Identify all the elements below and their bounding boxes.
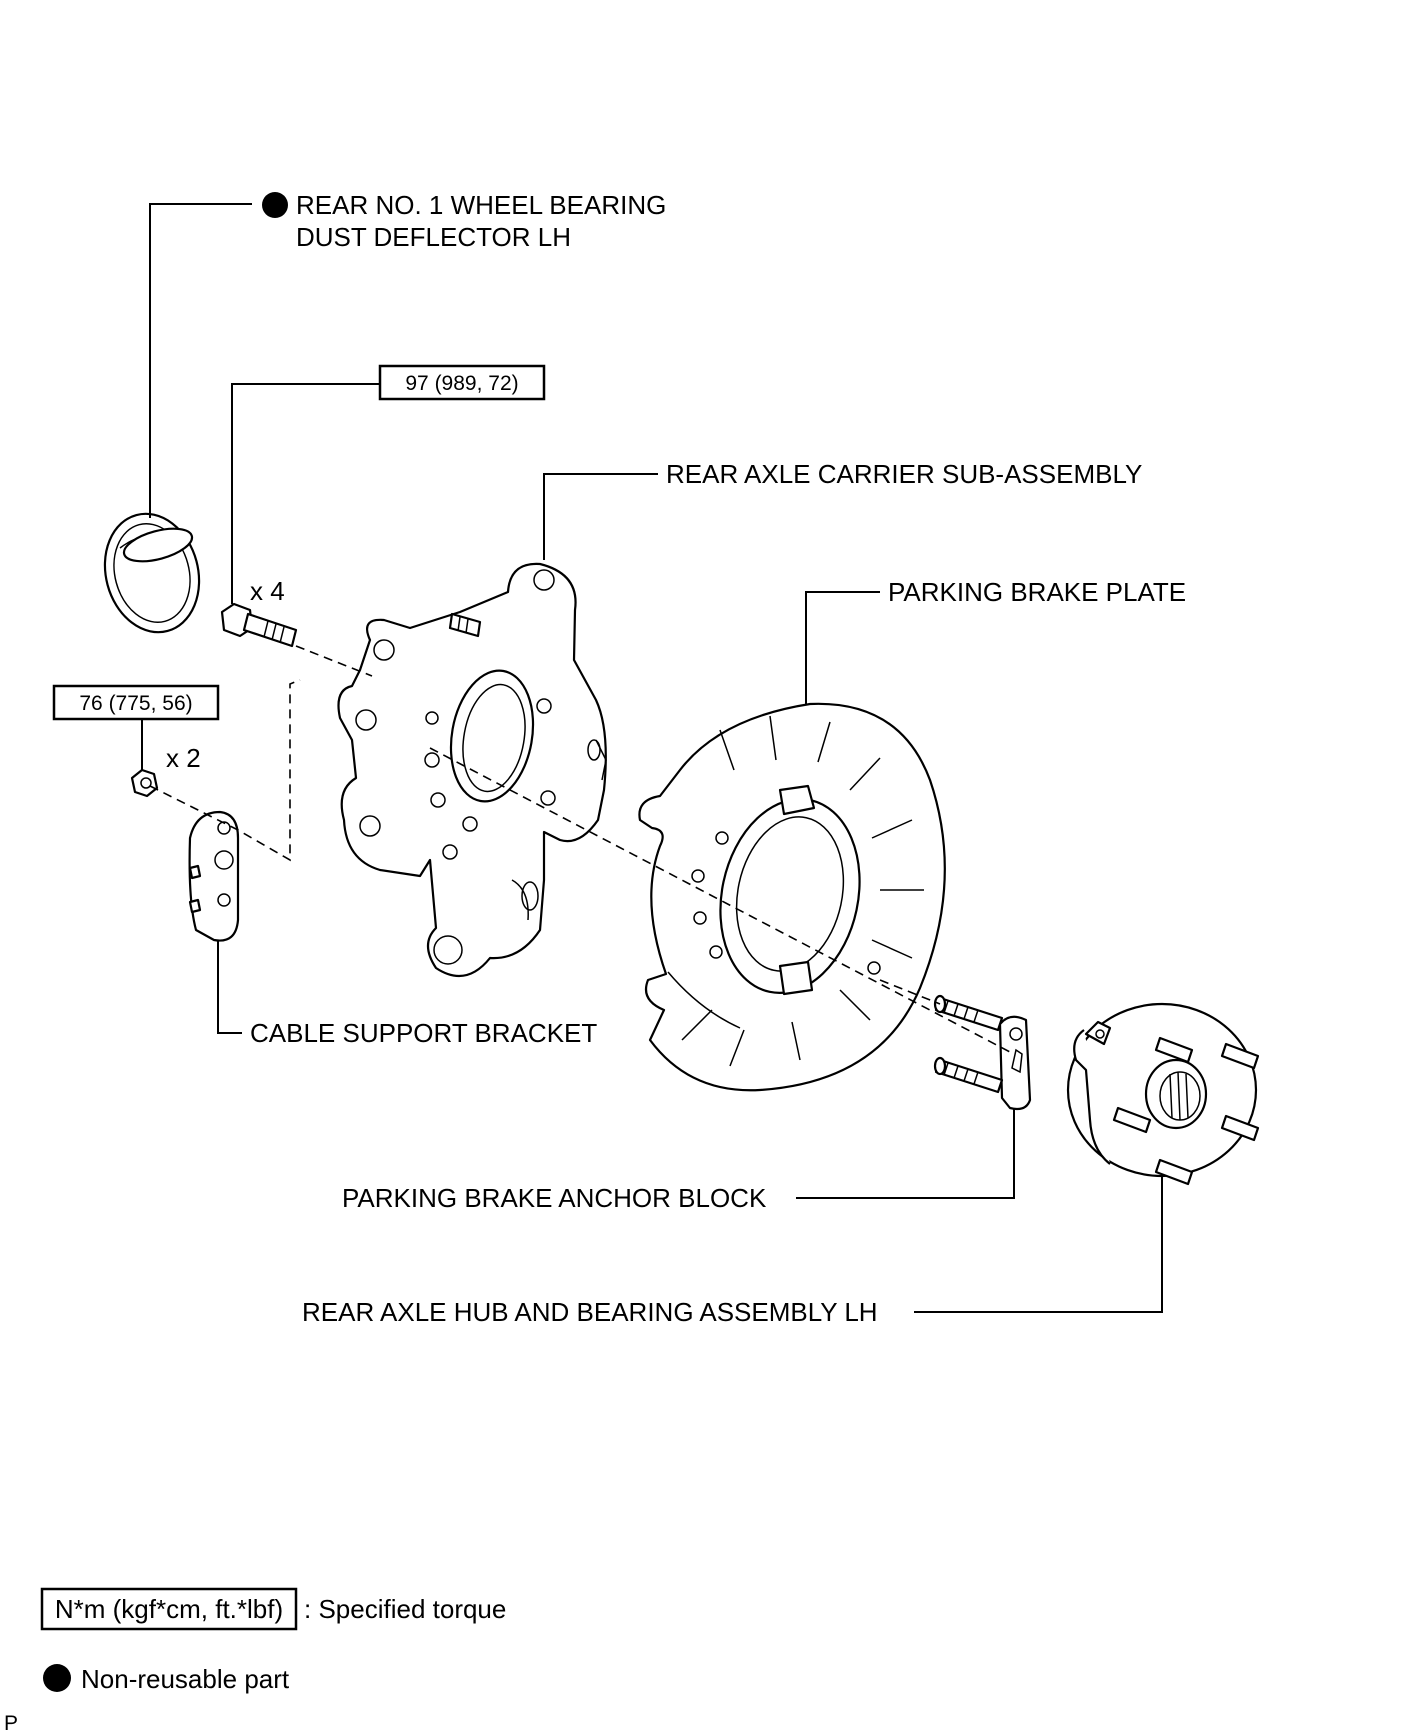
bolt-axis-line — [295, 645, 373, 677]
legend-non-reusable-dot — [43, 1664, 71, 1692]
legend-torque-description: : Specified torque — [304, 1594, 506, 1624]
bracket-axis-line — [149, 679, 301, 862]
legend-torque-box — [40, 1587, 298, 1631]
carrier-bolt-part — [220, 602, 298, 648]
nut-quantity: x 2 — [166, 743, 201, 773]
dust-deflector-part — [103, 512, 201, 634]
cable-support-bracket-label: CABLE SUPPORT BRACKET — [250, 1018, 597, 1048]
hub-bearing-leader — [914, 1176, 1163, 1313]
parking-brake-plate-part — [638, 702, 946, 1092]
parking-brake-plate-label: PARKING BRAKE PLATE — [888, 577, 1186, 607]
dust-deflector-label-line1: REAR NO. 1 WHEEL BEARING — [296, 190, 666, 220]
dust-deflector-leader — [149, 203, 252, 518]
non-reusable-marker — [262, 192, 288, 218]
bolt-quantity: x 4 — [250, 576, 285, 606]
bolt-torque-value: 97 (989, 72) — [405, 372, 518, 395]
axle-carrier-label: REAR AXLE CARRIER SUB-ASSEMBLY — [666, 459, 1142, 489]
parking-brake-plate-leader — [805, 591, 880, 704]
corner-code: P — [4, 1712, 18, 1734]
anchor-block-leader — [796, 1108, 1015, 1199]
nut-torque-value: 76 (775, 56) — [79, 692, 192, 715]
main-axis-line — [429, 747, 1011, 1053]
cable-bracket-leader — [217, 940, 242, 1034]
hub-bearing-assembly-label: REAR AXLE HUB AND BEARING ASSEMBLY LH — [302, 1297, 878, 1327]
legend-non-reusable-description: Non-reusable part — [81, 1664, 290, 1694]
nut-torque-box — [52, 684, 220, 721]
parking-brake-anchor-block-label: PARKING BRAKE ANCHOR BLOCK — [342, 1183, 767, 1213]
bolt-torque-leader — [231, 383, 380, 604]
bolt-torque-box — [378, 364, 546, 401]
dust-deflector-label-line2: DUST DEFLECTOR LH — [296, 222, 571, 252]
hub-bearing-assembly-part — [1066, 1002, 1260, 1186]
cable-support-bracket-part — [188, 810, 240, 942]
parking-brake-anchor-block-part — [933, 994, 1032, 1111]
stud-axis-line — [879, 979, 941, 1005]
bracket-nut-part — [130, 768, 159, 798]
legend-torque-unit: N*m (kgf*cm, ft.*lbf) — [55, 1594, 283, 1624]
axle-carrier-leader — [543, 473, 658, 560]
